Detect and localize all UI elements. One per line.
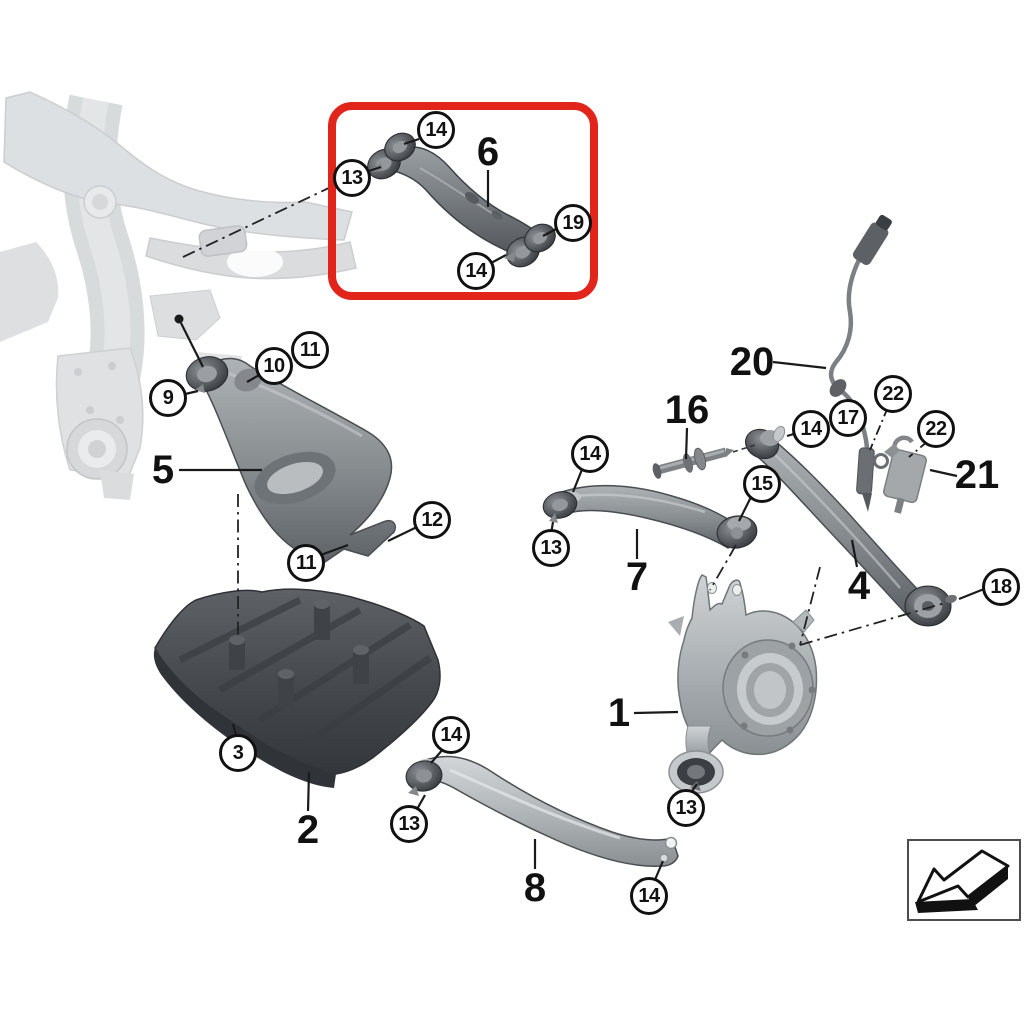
callout-11[interactable]: 11 [287, 544, 325, 582]
part-label-5[interactable]: 5 [151, 448, 175, 492]
part-4-toe-arm [744, 425, 957, 627]
leader-line [869, 406, 889, 451]
callout-10[interactable]: 10 [255, 347, 293, 385]
part-label-1[interactable]: 1 [607, 691, 631, 735]
callout-12[interactable]: 12 [413, 501, 451, 539]
callout-14[interactable]: 14 [630, 877, 668, 915]
callout-13[interactable]: 13 [390, 805, 428, 843]
leader-line [738, 496, 752, 522]
callout-18[interactable]: 18 [982, 568, 1020, 606]
leader-line [542, 228, 557, 237]
leader-line [387, 525, 420, 542]
leader-line [929, 468, 958, 478]
direction-arrow-icon [915, 849, 1010, 913]
callout-15[interactable]: 15 [743, 465, 781, 503]
callout-19[interactable]: 19 [554, 204, 592, 242]
part-8-trailing-arm [405, 755, 679, 867]
leader-line [182, 185, 334, 258]
part-label-2[interactable]: 2 [296, 808, 320, 852]
callout-22[interactable]: 22 [917, 410, 955, 448]
part-label-4[interactable]: 4 [847, 564, 871, 608]
callout-14[interactable]: 14 [571, 435, 609, 473]
guard-studs [229, 599, 369, 708]
part-label-8[interactable]: 8 [523, 866, 547, 910]
callout-3[interactable]: 3 [219, 734, 257, 772]
leader-line [732, 444, 756, 453]
leader-line [772, 360, 827, 370]
leader-line [684, 427, 689, 460]
part-2-underbody-guard [153, 588, 441, 788]
leader-line [633, 710, 679, 715]
part-label-21[interactable]: 21 [954, 453, 1000, 497]
leader-line [180, 322, 204, 368]
part-7-camber-arm [542, 484, 758, 550]
leader-line [709, 544, 737, 591]
part-16-bolt [652, 447, 734, 479]
leader-line [850, 539, 859, 568]
part-label-20[interactable]: 20 [729, 340, 775, 384]
part-20-abs-sensor-cable [828, 214, 892, 512]
highlight-box [328, 102, 598, 300]
callout-14[interactable]: 14 [432, 716, 470, 754]
part-5-lower-control-arm [185, 356, 396, 565]
callout-14[interactable]: 14 [457, 252, 495, 290]
part-label-7[interactable]: 7 [625, 555, 649, 599]
part-label-16[interactable]: 16 [664, 388, 710, 432]
leader-line [306, 771, 311, 812]
callout-14[interactable]: 14 [417, 111, 455, 149]
part-label-6[interactable]: 6 [476, 130, 500, 174]
leader-line [490, 254, 507, 264]
leader-line [958, 587, 985, 601]
callout-11[interactable]: 11 [291, 331, 329, 369]
callout-9[interactable]: 9 [149, 379, 187, 417]
part-1-wheel-carrier [668, 574, 818, 794]
sensor-holder [856, 447, 889, 512]
callout-13[interactable]: 13 [333, 159, 371, 197]
index-pointer-dot [174, 314, 184, 324]
callout-13[interactable]: 13 [667, 789, 705, 827]
callout-14[interactable]: 14 [792, 410, 830, 448]
callout-13[interactable]: 13 [532, 529, 570, 567]
direction-legend [907, 839, 1021, 921]
callout-22[interactable]: 22 [874, 375, 912, 413]
leader-line [403, 137, 420, 146]
part-21-bracket [883, 435, 927, 514]
part-6-upper-wishbone [367, 132, 556, 268]
callout-17[interactable]: 17 [829, 399, 867, 437]
